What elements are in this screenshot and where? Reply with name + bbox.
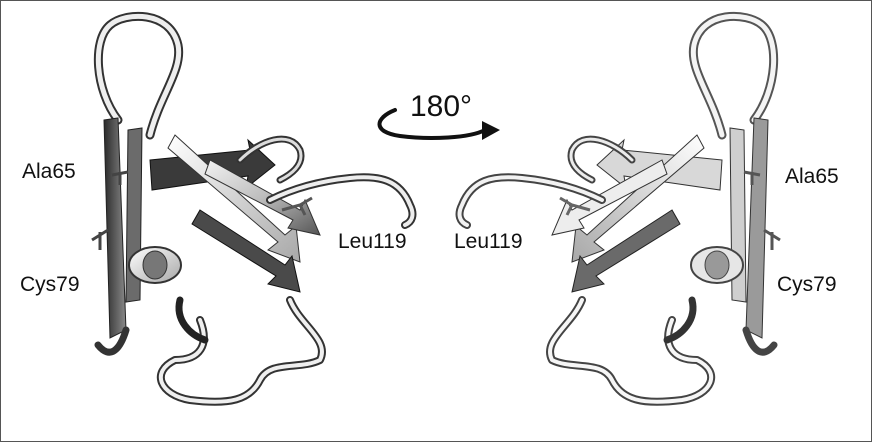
left-strand-1	[104, 118, 126, 338]
left-top-loop	[98, 16, 178, 135]
left-ala65-label: Ala65	[22, 161, 76, 182]
left-leu119-label: Leu119	[338, 231, 407, 252]
rotation-label: 180°	[410, 92, 472, 122]
right-leu119-label: Leu119	[454, 231, 523, 252]
left-protein-structure	[92, 16, 412, 401]
right-protein-structure	[460, 16, 780, 401]
right-strand-1	[746, 118, 768, 338]
right-cys79-sidechain	[764, 230, 780, 250]
left-cys79-label: Cys79	[20, 274, 80, 295]
right-cys79-label: Cys79	[777, 274, 837, 295]
right-ala65-label: Ala65	[785, 166, 839, 187]
right-top-loop	[693, 16, 773, 135]
left-cys79-sidechain	[92, 230, 108, 250]
